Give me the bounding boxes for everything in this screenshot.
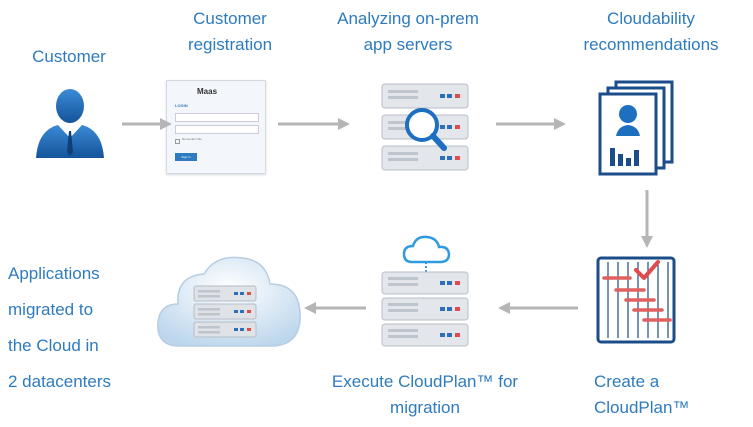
remember-me-label: Remember Me <box>182 137 202 141</box>
server-stack <box>381 271 469 347</box>
cloud-datacenter-icon <box>157 256 301 347</box>
arrow-registration-to-analyzing <box>278 118 350 130</box>
remember-me-checkbox[interactable] <box>175 139 180 144</box>
label-line: Cloudability <box>607 9 695 28</box>
cloudplan-gantt-icon <box>596 256 676 344</box>
customer-person-icon <box>36 89 104 158</box>
step-cloudplan-label: Create a CloudPlan™ <box>594 369 744 421</box>
label-line: Analyzing on-prem <box>337 9 479 28</box>
label-line: registration <box>187 35 273 54</box>
password-field[interactable] <box>175 125 259 134</box>
server-stack <box>193 285 257 338</box>
arrow-recommendations-to-cloudplan <box>641 190 653 248</box>
sign-in-button[interactable]: Sign In <box>175 153 197 161</box>
label-line: the Cloud in <box>8 336 99 355</box>
label-line: recommendations <box>583 35 719 54</box>
label-line: 2 datacenters <box>8 372 112 391</box>
arrow-customer-to-registration <box>122 118 172 130</box>
step-analyzing-label: Analyzing on-prem app servers <box>318 6 498 58</box>
label-line: Execute CloudPlan™ for <box>331 372 519 391</box>
label-line: CloudPlan™ <box>594 398 690 417</box>
cloud-outline-icon <box>402 235 451 272</box>
magnifier-icon <box>405 108 447 151</box>
arrow-analyzing-to-recommendations <box>496 118 566 130</box>
label-line: app servers <box>363 35 453 54</box>
server-cloud-icon <box>381 235 469 347</box>
arrow-execute-to-migrated <box>304 302 366 314</box>
label-line: Customer <box>32 47 106 66</box>
login-screen-thumbnail: Maas LOGIN Remember Me Sign In <box>166 80 266 174</box>
server-magnifier-icon <box>381 83 469 171</box>
label-line: migration <box>390 398 460 417</box>
report-documents-icon <box>598 80 674 176</box>
step-execute-label: Execute CloudPlan™ for migration <box>300 369 550 421</box>
step-registration-label: Customer registration <box>160 6 300 58</box>
label-line: Applications <box>8 264 100 283</box>
step-migrated-label: Applications migrated to the Cloud in 2 … <box>8 256 158 400</box>
maas-logo: Maas <box>197 87 218 96</box>
username-field[interactable] <box>175 113 259 122</box>
step-recommendations-label: Cloudability recommendations <box>558 6 744 58</box>
label-line: Customer <box>193 9 267 28</box>
arrow-cloudplan-to-execute <box>498 302 578 314</box>
label-line: migrated to <box>8 300 94 319</box>
label-line: Create a <box>594 372 660 391</box>
login-heading: LOGIN <box>175 103 188 108</box>
step-customer-label: Customer <box>14 44 124 70</box>
